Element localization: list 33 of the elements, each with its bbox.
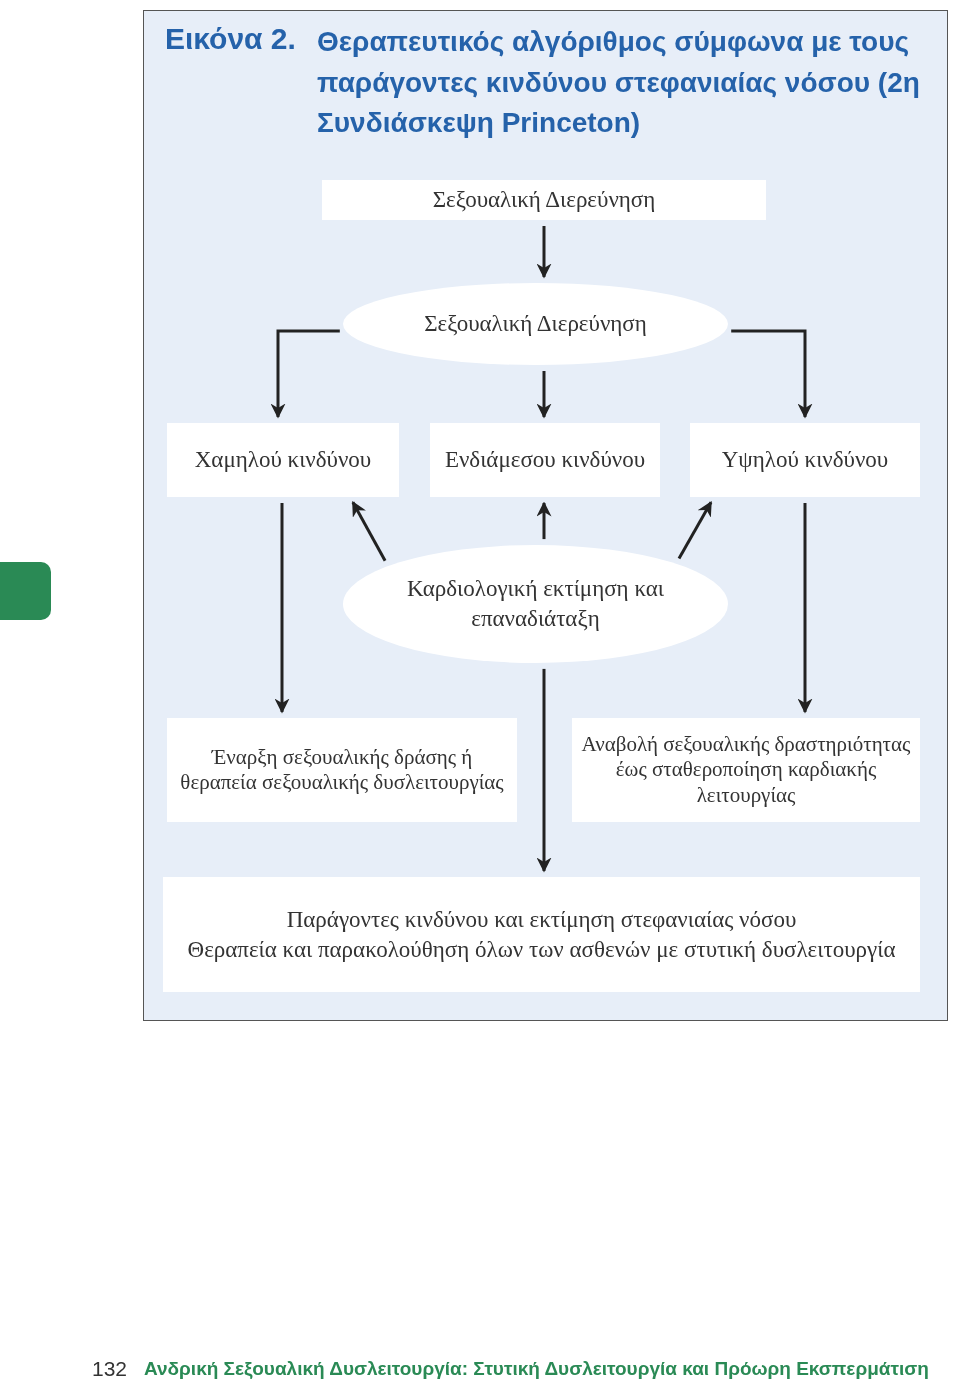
node-text: Χαμηλού κινδύνου <box>194 446 372 475</box>
arrow <box>731 329 813 419</box>
arrow <box>274 503 290 714</box>
arrow <box>536 668 552 873</box>
ellipse-node <box>343 545 728 663</box>
process-box <box>167 718 517 822</box>
ellipse-node <box>343 283 728 365</box>
figure-number: Εικόνα 2. <box>165 22 296 56</box>
arrow <box>351 501 387 562</box>
arrow <box>677 500 713 560</box>
figure-title: Θεραπευτικός αλγόριθμος σύμφωνα με τους παράγοντες κινδύνου στεφανιαίας νόσου (2η Συνδιάσκεψη Princeton) <box>317 25 921 141</box>
page-number: 132 <box>92 1357 128 1381</box>
arrow <box>536 226 552 279</box>
arrow <box>797 503 813 714</box>
arrow <box>270 329 340 419</box>
node-text: Ενδιάμεσου κινδύνου <box>444 446 646 475</box>
process-box <box>690 423 920 497</box>
node-text: Σεξουαλική Διερεύνηση <box>424 310 647 339</box>
arrow <box>536 501 552 540</box>
node-text: Θεραπεία και παρακολούθηση όλων των ασθενών με στυτική δυσλειτουργία <box>187 935 896 964</box>
node-text: Σεξουαλική Διερεύνηση <box>432 186 656 215</box>
node-text: Έναρξη σεξουαλικής δράσης ή θεραπεία σεξουαλικής δυσλειτουργίας <box>179 744 505 796</box>
node-text: Παράγοντες κινδύνου και εκτίμηση στεφανιαίας νόσου <box>286 905 797 934</box>
process-box <box>167 423 399 497</box>
process-box <box>572 718 920 822</box>
node-text: Καρδιολογική εκτίμηση και επαναδιάταξη <box>406 575 665 633</box>
node-text: Αναβολή σεξουαλικής δραστηριότητας έως σταθεροποίηση καρδιακής λειτουργίας <box>580 732 912 808</box>
process-box <box>163 877 920 992</box>
node-text: Υψηλού κινδύνου <box>721 446 889 475</box>
process-box <box>430 423 660 497</box>
running-footer: Ανδρική Σεξουαλική Δυσλειτουργία: Στυτική Δυσλειτουργία και Πρόωρη Εκσπερμάτιση <box>144 1358 929 1380</box>
process-box <box>322 180 766 220</box>
arrow <box>536 371 552 419</box>
